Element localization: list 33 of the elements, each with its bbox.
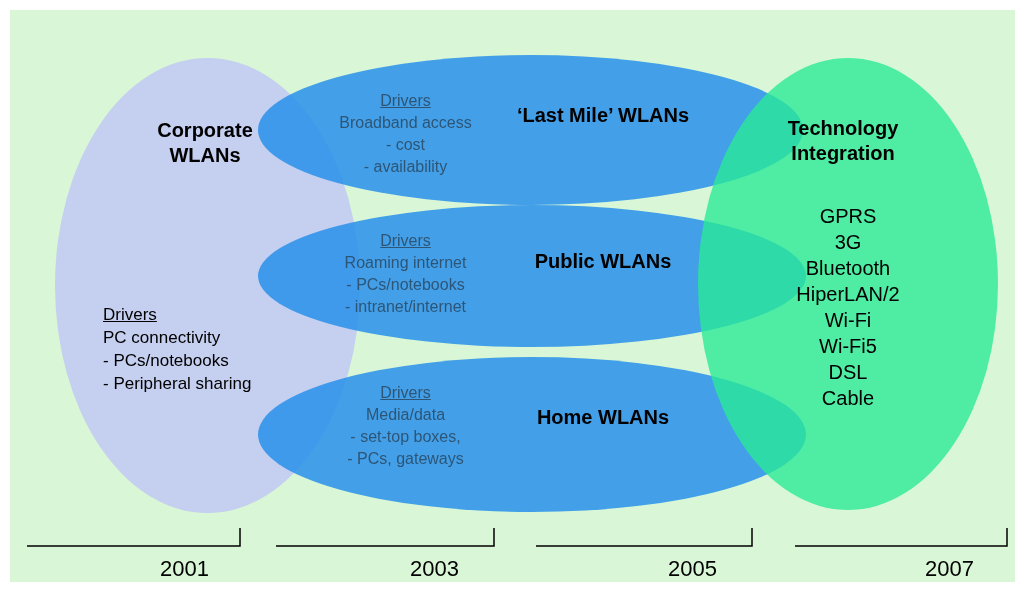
drivers-heading: Drivers [380, 231, 431, 251]
driver-item: PC connectivity [103, 327, 221, 349]
driver-item: Roaming internet [344, 253, 467, 273]
region-title: ‘Last Mile’ WLANs [515, 103, 691, 128]
region-title: Public WLANs [533, 249, 673, 274]
driver-item: - set-top boxes, [350, 427, 461, 447]
technology-item: Cable [821, 386, 875, 411]
year-label: 2007 [925, 556, 974, 582]
technology-item: DSL [828, 360, 868, 385]
driver-item: Broadband access [339, 113, 472, 133]
drivers-heading: Drivers [103, 304, 157, 326]
driver-item: - Peripheral sharing [103, 373, 252, 395]
driver-item: - PCs, gateways [347, 449, 464, 469]
technology-item: Bluetooth [805, 256, 891, 281]
technology-item: 3G [834, 230, 862, 255]
driver-item: - PCs/notebooks [103, 350, 229, 372]
year-label: 2003 [410, 556, 459, 582]
region-title: Corporate WLANs [156, 118, 254, 168]
drivers-heading: Drivers [380, 91, 431, 111]
driver-item: - availability [363, 157, 448, 177]
driver-item: - intranet/internet [345, 297, 466, 317]
driver-item: - PCs/notebooks [346, 275, 465, 295]
year-label: 2005 [668, 556, 717, 582]
technology-item: Wi-Fi [824, 308, 872, 333]
drivers-heading: Drivers [380, 383, 431, 403]
region-title: Technology Integration [786, 116, 900, 166]
year-label: 2001 [160, 556, 209, 582]
driver-item: Media/data [365, 405, 446, 425]
driver-item: - cost [385, 135, 426, 155]
technology-item: Wi-Fi5 [819, 334, 877, 359]
technology-item: GPRS [819, 204, 877, 229]
technology-item: HiperLAN/2 [796, 282, 900, 307]
region-title: Home WLANs [535, 405, 671, 430]
